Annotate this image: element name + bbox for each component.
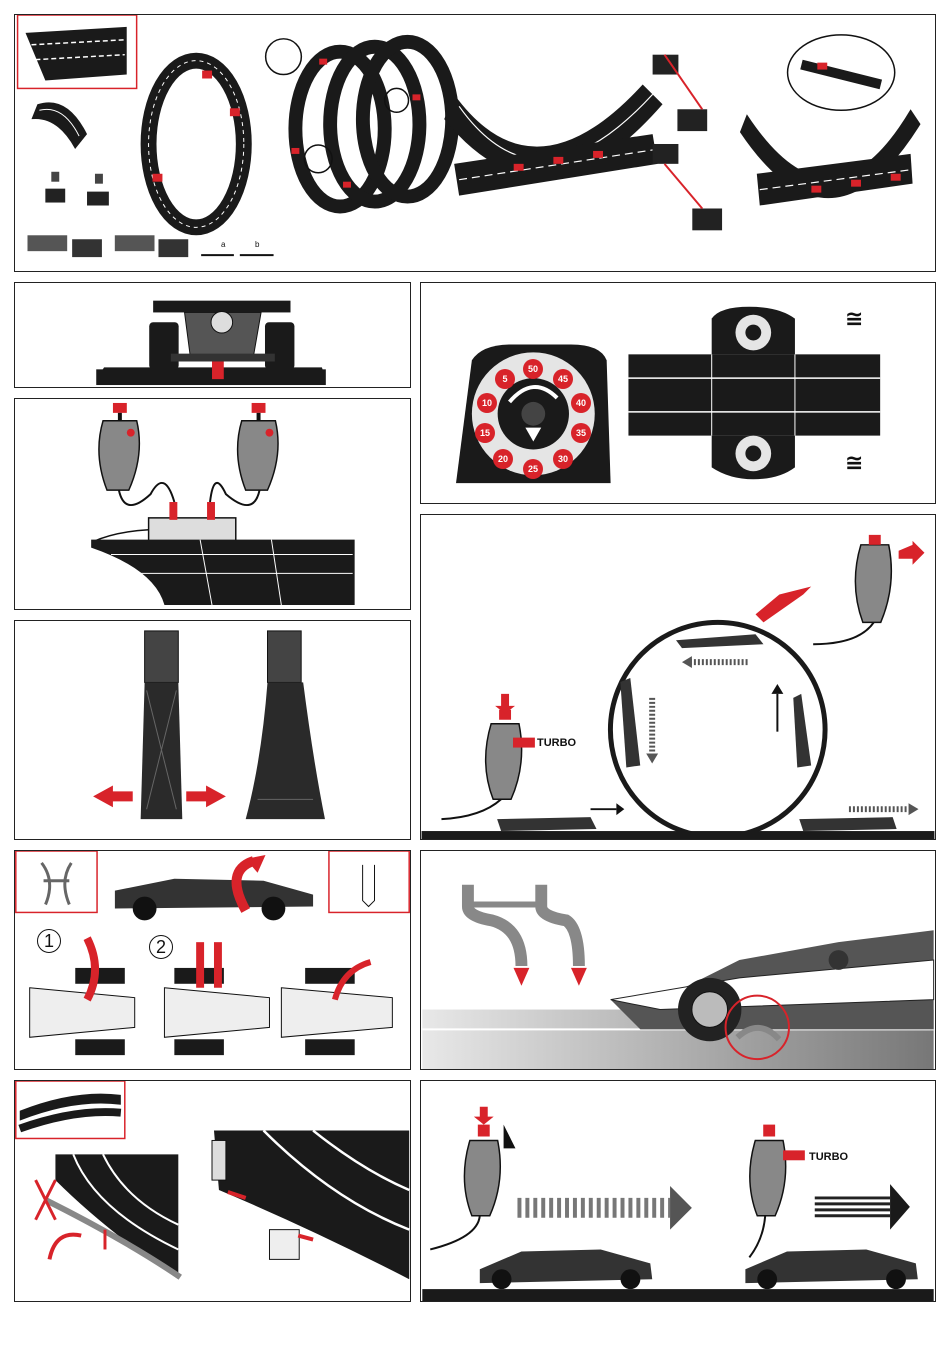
dial-value-5: 5	[495, 369, 515, 389]
controller-icon	[813, 535, 924, 644]
controllers-illustration	[15, 399, 410, 609]
part-letter-b: b	[255, 240, 259, 249]
controller-icon	[238, 403, 278, 490]
arrow-icon	[591, 656, 919, 815]
car-icon	[115, 879, 313, 921]
turbo-label-speed: TURBO	[809, 1151, 848, 1163]
dial-value-15: 15	[475, 423, 495, 443]
dial-value-25: 25	[523, 459, 543, 479]
support-pillars	[653, 55, 722, 231]
loop-single	[149, 61, 244, 228]
cross-icon	[36, 1180, 56, 1220]
braid-icon	[141, 631, 183, 819]
panel-turbo-speed: TURBO	[420, 1080, 936, 1302]
controller-icon	[430, 1107, 515, 1250]
guide-clip-icon	[468, 885, 587, 986]
car-icon	[497, 634, 897, 831]
edge-clips-illustration	[15, 1081, 410, 1301]
controller-icon	[749, 1125, 804, 1258]
arrow-icon	[517, 1186, 691, 1230]
panel-speed-dial: 5 10 15 20 25 30 35 40 45 50 ≅ ≅	[420, 282, 936, 504]
step-number-2: 2	[149, 935, 173, 959]
controller-icon	[441, 694, 534, 819]
chassis-3	[281, 962, 392, 1055]
part-letter-a: a	[221, 240, 225, 249]
clip-icon	[42, 863, 72, 905]
car-icon	[745, 1249, 917, 1289]
dial-value-40: 40	[571, 393, 591, 413]
panel-controllers	[14, 398, 411, 610]
track-icon	[26, 27, 127, 81]
panel-edge-clips	[14, 1080, 411, 1302]
loop-turbo-illustration	[421, 515, 935, 839]
panel-loop-turbo: TURBO	[420, 514, 936, 840]
braid-icon	[246, 631, 325, 819]
car-front-illustration	[15, 283, 410, 387]
turbo-label-loop: TURBO	[537, 737, 576, 749]
track-icon	[628, 307, 880, 479]
car-icon	[149, 301, 294, 379]
dial-value-35: 35	[571, 423, 591, 443]
dial-value-50: 50	[523, 359, 543, 379]
controller-icon	[99, 403, 139, 490]
panel-track-assembly: a b	[14, 14, 936, 272]
clip-removal-illustration	[15, 851, 410, 1069]
guide-closeup-illustration	[421, 851, 935, 1069]
chassis-1	[30, 938, 135, 1055]
track-icon	[91, 540, 354, 605]
dial-mark-bottom: ≅	[845, 451, 863, 476]
panel-car-front	[14, 282, 411, 388]
banked-assembly	[740, 35, 921, 206]
dial-mark-top: ≅	[845, 307, 863, 332]
turbo-speed-illustration	[421, 1081, 935, 1301]
chassis-2	[164, 942, 269, 1055]
arrow-icon	[815, 1184, 910, 1230]
panel-clip-removal: 1 2	[14, 850, 411, 1070]
banked-curve	[444, 84, 662, 195]
panel-braids	[14, 620, 411, 840]
small-parts	[27, 235, 273, 257]
dial-value-10: 10	[477, 393, 497, 413]
step-number-1: 1	[37, 929, 61, 953]
dial-value-20: 20	[493, 449, 513, 469]
braids-illustration	[15, 621, 410, 839]
dial-value-45: 45	[553, 369, 573, 389]
track-icon	[214, 1131, 409, 1280]
loop-triple	[266, 39, 453, 207]
curve-pieces	[31, 102, 108, 205]
dial-value-30: 30	[553, 449, 573, 469]
car-icon	[480, 1249, 652, 1289]
track-assembly-illustration	[15, 15, 935, 271]
car-icon	[611, 930, 934, 1041]
panel-guide-closeup	[420, 850, 936, 1070]
